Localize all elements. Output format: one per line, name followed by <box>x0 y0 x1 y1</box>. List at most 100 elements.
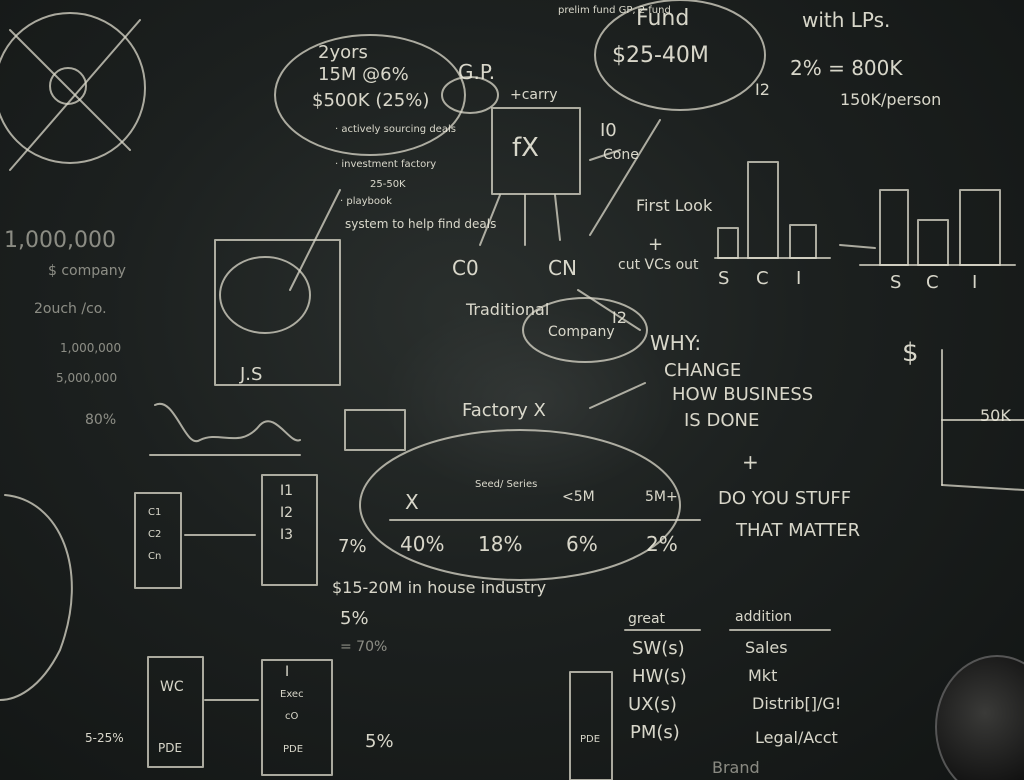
traditional-label: Traditional <box>466 300 550 319</box>
great-header: great <box>628 611 666 627</box>
company-arrow <box>577 289 641 331</box>
first-look: First Look <box>636 196 713 215</box>
note-two-years: 2yors <box>318 42 368 63</box>
left-box <box>214 239 341 386</box>
scribble-circle <box>0 12 146 164</box>
fund-label: Fund <box>636 6 690 31</box>
fx-leg-3 <box>554 194 561 241</box>
wave-graph <box>149 402 301 456</box>
erased-smudge <box>380 300 680 500</box>
factory-box <box>344 409 406 451</box>
table-oval <box>359 429 681 581</box>
bars1-i <box>789 224 817 259</box>
i-box-1: I1 <box>280 483 294 499</box>
company-label: Company <box>548 324 615 340</box>
pde-stack <box>569 671 613 780</box>
left-million: 1,000,000 <box>4 228 116 253</box>
lower-i-2: Exec <box>280 689 304 700</box>
lens-shape <box>0 494 73 701</box>
fx-leg-1 <box>479 194 501 246</box>
fx-label: fX <box>512 133 539 163</box>
c-box-n: Cn <box>148 551 162 562</box>
bars1-c-label: C <box>756 268 769 289</box>
equals-label: = 70% <box>340 639 388 655</box>
left-company: $ company <box>48 263 126 279</box>
note-bullet-1: · actively sourcing deals <box>335 124 456 135</box>
note-gp: G.P. <box>458 60 496 84</box>
bars1-c <box>747 161 779 259</box>
bars2-i-label: I <box>972 272 978 293</box>
cone-label: Cone <box>603 147 639 163</box>
fx-box <box>491 107 581 195</box>
bars1-i-label: I <box>796 268 802 289</box>
bars2-c-label: C <box>926 272 939 293</box>
left-m1: 1,000,000 <box>60 341 122 355</box>
pde-right-label: PDE <box>580 734 601 745</box>
left-m2: 5,000,000 <box>56 371 118 385</box>
note-bullet-4: · playbook <box>340 196 392 207</box>
oval-company <box>522 297 648 363</box>
i-box-3: I3 <box>280 527 294 543</box>
two-percent: 2% = 800K <box>790 56 903 80</box>
scribble-line-a <box>9 29 131 151</box>
company-i2: I2 <box>612 308 627 327</box>
bars1-s <box>717 227 739 259</box>
great-item-1: SW(s) <box>632 638 685 659</box>
bars2-s <box>879 189 909 266</box>
js-label: J.S <box>240 364 263 385</box>
i0-label: I0 <box>600 120 617 141</box>
note-fee: $500K (25%) <box>312 90 430 111</box>
table-header-5mplus: 5M+ <box>645 489 678 505</box>
fifty-k-label: 50K <box>980 406 1011 425</box>
note-bullet-3: 25-50K <box>370 179 406 190</box>
five-percent: 5% <box>340 608 369 629</box>
addition-item-4: Legal/Acct <box>755 728 838 747</box>
table-header-seed: Seed/ Series <box>475 479 538 490</box>
bars1-s-label: S <box>718 268 730 289</box>
i-stack <box>261 474 318 586</box>
lower-i-stack <box>261 659 333 776</box>
table-value-lt5m: 18% <box>478 532 523 556</box>
with-lps: with LPs. <box>802 8 891 32</box>
left-box-circle <box>219 256 311 334</box>
great-item-2: HW(s) <box>632 666 687 687</box>
fund-size: $25-40M <box>612 43 709 68</box>
how-business-label: HOW BUSINESS <box>672 384 814 405</box>
note-fifteen-m: 15M @6% <box>318 64 409 85</box>
per-year: 150K/person <box>840 90 942 109</box>
do-stuff-label: DO YOU STUFF <box>718 488 852 509</box>
i-box-2: I2 <box>280 505 294 521</box>
bars2-arrow <box>839 244 876 249</box>
addition-item-3: Distrib[]/G! <box>752 694 842 713</box>
oval-top-notes <box>274 34 466 156</box>
addition-header: addition <box>735 609 793 625</box>
bars2-c <box>917 219 949 266</box>
scribble-core <box>49 67 87 105</box>
c-box-2: C2 <box>148 529 162 540</box>
plus-one: + <box>648 234 664 255</box>
change-label: CHANGE <box>664 360 742 381</box>
brand-label: Brand <box>712 758 760 777</box>
oval-fund <box>594 0 766 111</box>
table-header-lt5m: <5M <box>562 489 595 505</box>
fund-prelim-notes: prelim fund GP, 2 fund <box>558 5 671 16</box>
lower-i-3: cO <box>285 711 299 722</box>
dollar-label: $ <box>902 338 919 368</box>
plus-two: + <box>742 450 759 474</box>
scribble-line-b <box>9 19 141 171</box>
addition-item-1: Sales <box>745 638 788 657</box>
oval-gp <box>441 76 499 114</box>
cut-vcs: cut VCs out <box>618 257 699 273</box>
pde-label: PDE <box>158 741 183 755</box>
bars2-s-label: S <box>890 272 902 293</box>
is-done-label: IS DONE <box>684 410 760 431</box>
valuation-range: 5-25% <box>85 731 124 745</box>
lower-i-4: PDE <box>283 744 304 755</box>
fx-arrow-right <box>589 119 661 236</box>
factory-x-label: Factory X <box>462 400 546 421</box>
wc-label: WC <box>160 679 184 695</box>
dollar-x-axis <box>941 484 1024 491</box>
factory-arrow <box>589 382 646 409</box>
